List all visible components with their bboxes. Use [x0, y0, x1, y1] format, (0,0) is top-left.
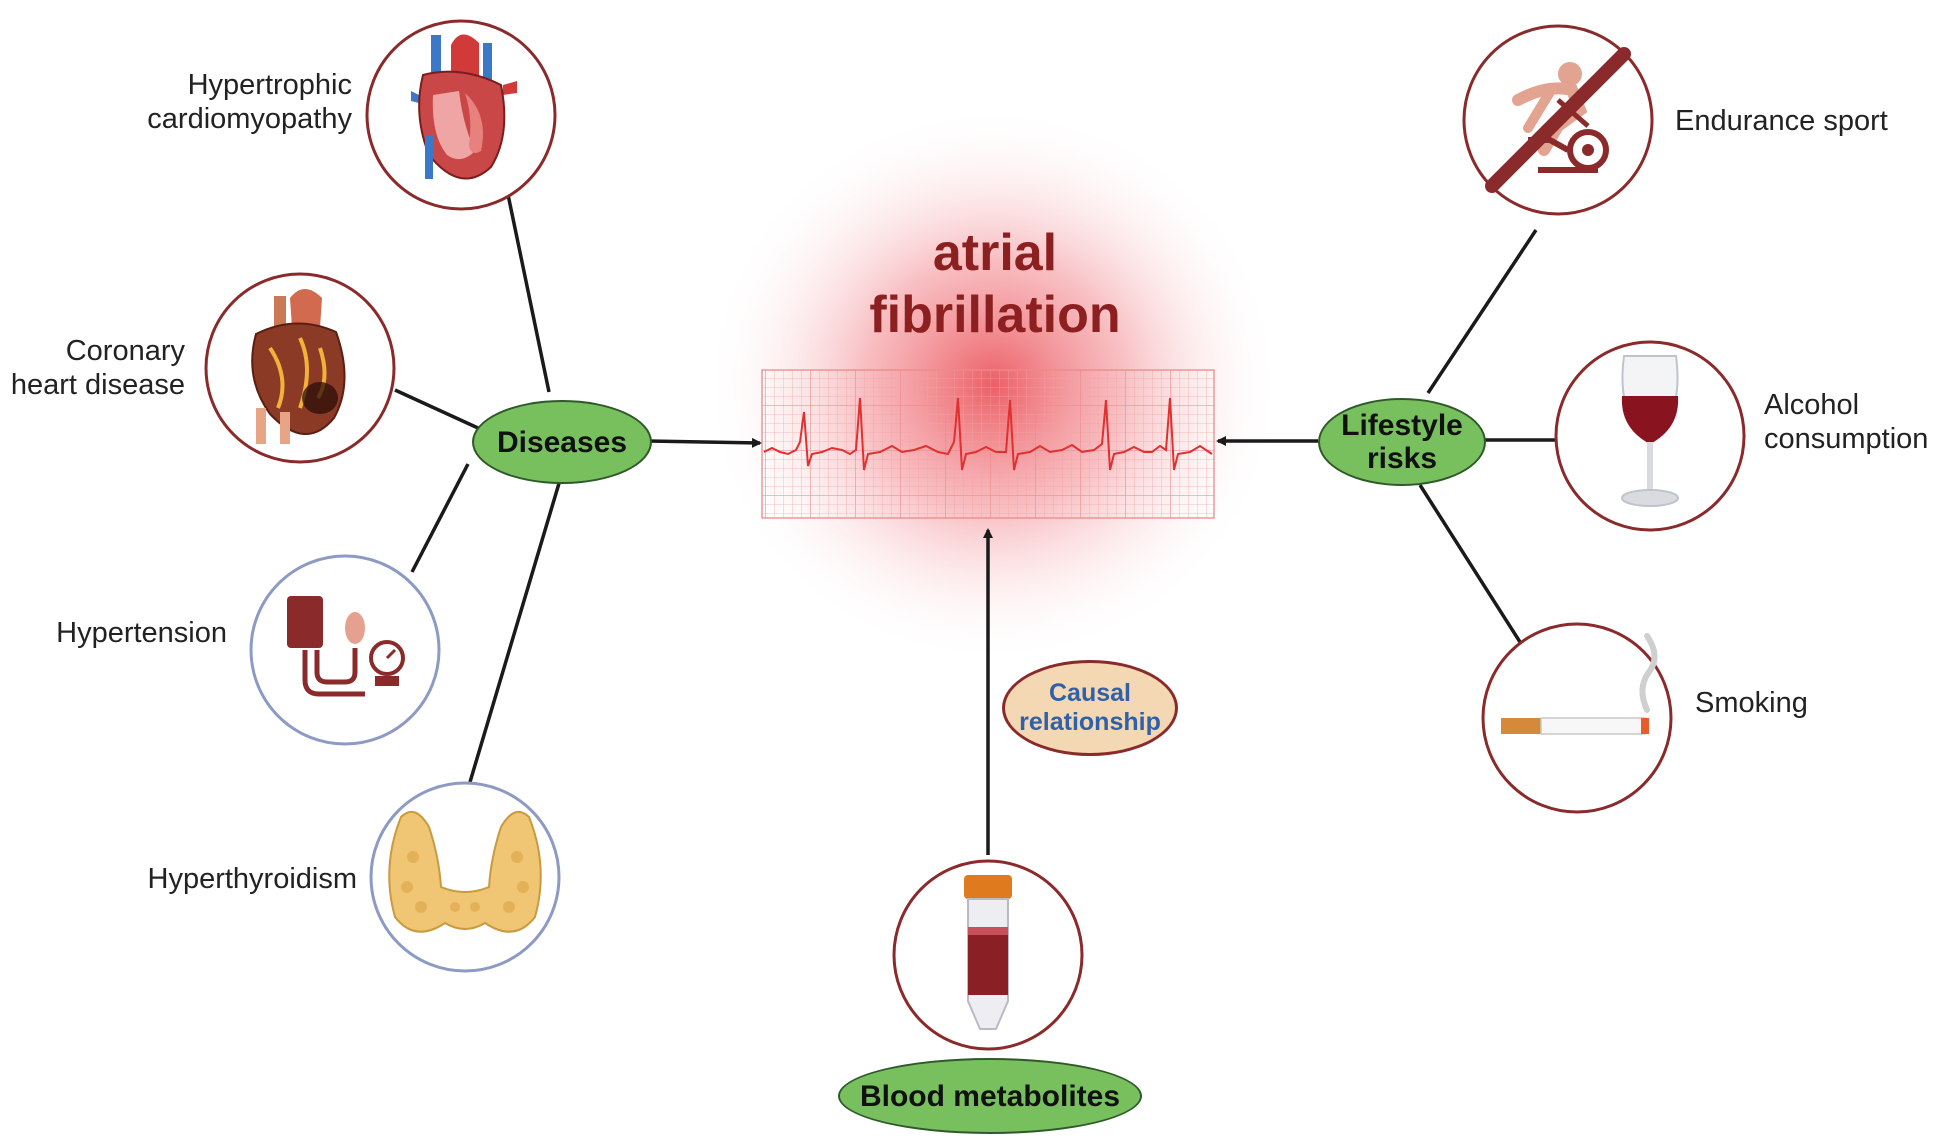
connector-hyperthyroidism: [468, 479, 562, 783]
coronary-heart-icon: [251, 289, 346, 444]
hub-diseases: Diseases: [472, 400, 652, 484]
hub-diseases-label: Diseases: [496, 425, 628, 459]
causal-relationship-badge: Causal relationship: [1002, 660, 1178, 756]
hub-blood-metabolites: Blood metabolites: [838, 1058, 1142, 1134]
thyroid-gland-icon: [388, 810, 542, 933]
connector-lines: [394, 179, 1555, 855]
ecg-strip: [761, 369, 1215, 519]
ecg-trace: [763, 397, 1213, 471]
connector-coronary: [394, 388, 479, 430]
label-alcohol-consumption: Alcohol consumption: [1764, 389, 1929, 456]
no-cycling-icon: [1485, 47, 1631, 193]
heart-anatomy-icon: [411, 34, 517, 180]
connector-endurance: [1426, 229, 1538, 394]
blood-sample-tube-icon: [964, 875, 1012, 1030]
circle-hypertension: [249, 554, 441, 746]
hub-lifestyle-risks: Lifestyle risks: [1318, 398, 1486, 486]
label-coronary-heart-disease: Coronary heart disease: [10, 335, 185, 402]
cigarette-icon: [1501, 633, 1658, 735]
hub-lifestyle-label: Lifestyle risks: [1341, 409, 1463, 475]
hub-blood-label: Blood metabolites: [859, 1079, 1121, 1113]
connector-hypertension: [410, 463, 470, 573]
connector-hypertrophic: [503, 179, 551, 393]
blood-pressure-monitor-icon: [287, 596, 405, 697]
label-endurance-sport: Endurance sport: [1675, 105, 1888, 137]
arrow-diseases: [647, 437, 762, 448]
diagram-title: atrial fibrillation: [869, 224, 1121, 345]
causal-relationship-label: Causal relationship: [1019, 679, 1161, 736]
wine-glass-icon: [1621, 355, 1679, 507]
label-smoking: Smoking: [1695, 687, 1808, 719]
connector-smoking: [1418, 484, 1522, 643]
label-hypertension: Hypertension: [56, 617, 227, 649]
label-hyperthyroidism: Hyperthyroidism: [147, 863, 358, 895]
label-hypertrophic-cardiomyopathy: Hypertrophic cardiomyopathy: [147, 69, 352, 136]
